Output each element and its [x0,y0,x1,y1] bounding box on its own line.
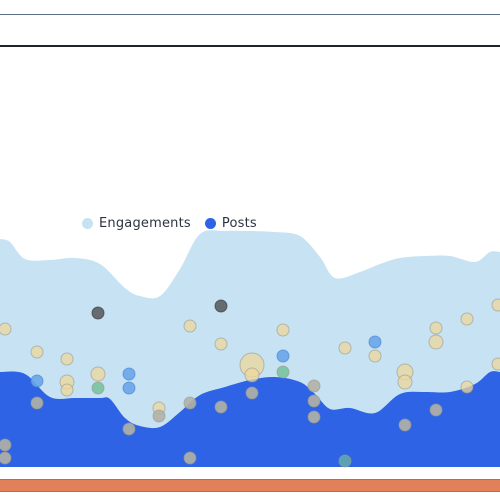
data-point-35[interactable] [397,374,413,390]
data-point-30[interactable] [338,341,352,355]
data-point-22[interactable] [244,367,260,383]
data-point-29[interactable] [307,410,321,424]
legend-swatch-posts [204,218,216,229]
footer-bar [0,479,500,492]
area-series-engagements[interactable] [0,230,500,467]
data-point-39[interactable] [429,403,443,417]
data-point-26[interactable] [276,365,290,379]
data-point-24[interactable] [276,323,290,337]
data-point-31[interactable] [338,454,352,468]
data-point-41[interactable] [460,380,474,394]
data-point-2[interactable] [30,374,44,388]
data-point-15[interactable] [183,319,197,333]
data-point-36[interactable] [398,418,412,432]
legend-label-posts: Posts [221,216,257,231]
data-point-33[interactable] [368,349,382,363]
legend-swatch-engagements [82,218,93,229]
data-point-4[interactable] [60,352,74,366]
data-point-44[interactable] [0,438,12,452]
data-point-37[interactable] [429,321,443,335]
data-point-14[interactable] [152,409,166,423]
legend-item-posts[interactable]: Posts [204,216,257,231]
data-point-42[interactable] [491,298,500,312]
data-point-38[interactable] [428,334,444,350]
data-point-0[interactable] [0,322,12,336]
data-point-17[interactable] [183,451,197,465]
data-point-45[interactable] [0,451,12,465]
data-point-23[interactable] [245,386,259,400]
data-point-1[interactable] [30,345,44,359]
data-point-28[interactable] [307,394,321,408]
legend-item-engagements[interactable]: Engagements [82,216,191,231]
data-point-6[interactable] [60,383,74,397]
data-point-25[interactable] [276,349,290,363]
data-point-11[interactable] [122,381,136,395]
data-point-8[interactable] [90,366,106,382]
header-divider [0,14,500,15]
data-point-18[interactable] [214,299,228,313]
data-point-9[interactable] [91,381,105,395]
data-point-32[interactable] [368,335,382,349]
data-point-19[interactable] [214,337,228,351]
area-series-posts[interactable] [0,371,500,467]
chart-legend: Engagements Posts [82,216,257,231]
data-point-12[interactable] [122,422,136,436]
data-point-27[interactable] [307,379,321,393]
data-point-16[interactable] [183,396,197,410]
data-point-3[interactable] [30,396,44,410]
data-point-10[interactable] [122,367,136,381]
data-point-20[interactable] [214,400,228,414]
chart-top-border [0,45,500,47]
data-point-40[interactable] [460,312,474,326]
data-point-43[interactable] [491,357,500,371]
legend-label-engagements: Engagements [99,216,191,231]
data-point-7[interactable] [91,306,105,320]
